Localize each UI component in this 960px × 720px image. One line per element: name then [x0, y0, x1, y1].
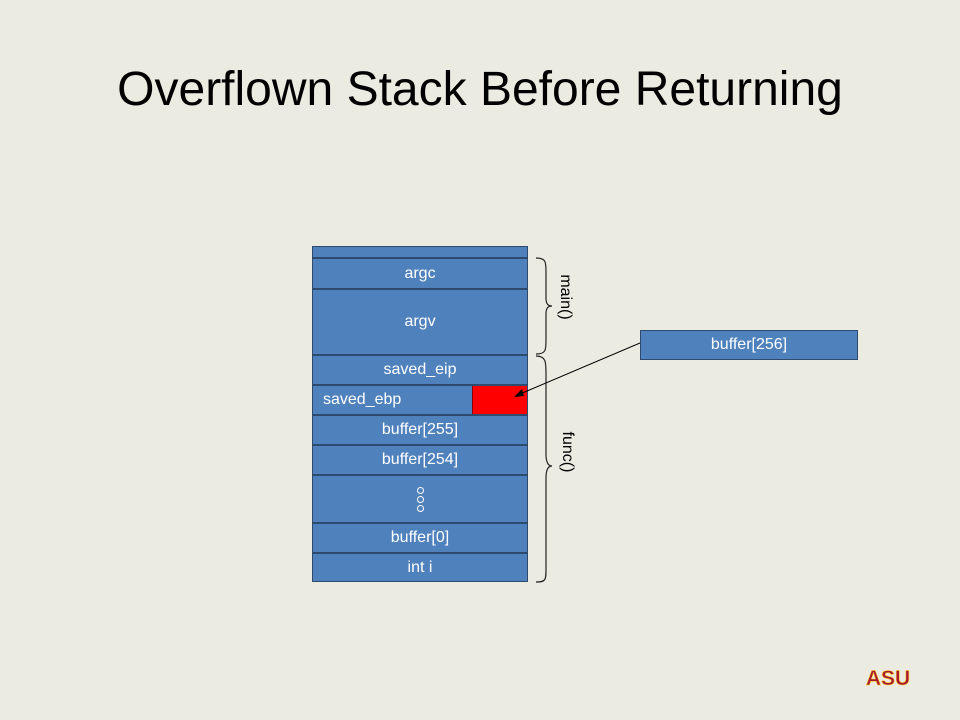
- slide-title: Overflown Stack Before Returning: [117, 63, 843, 116]
- vertical-ellipsis-icon: [416, 486, 424, 512]
- asu-logo: ASU: [866, 666, 910, 688]
- stack-cell-saved-ebp: saved_ebp: [312, 385, 528, 415]
- stack-cell-label: argc: [404, 264, 436, 282]
- func-brace: [535, 355, 553, 583]
- buffer-256-box: buffer[256]: [640, 330, 858, 360]
- stack-cell-ellipsis: [312, 475, 528, 523]
- stack-cell-label: saved_ebp: [323, 391, 402, 408]
- stack-cell-buffer-0: buffer[0]: [312, 523, 528, 553]
- stack-cell-label: int i: [407, 558, 433, 576]
- stack-cell-label: buffer[0]: [390, 529, 450, 546]
- stack-cell-label: argv: [404, 313, 436, 330]
- stack-cell-buffer-255: buffer[255]: [312, 415, 528, 445]
- stack-cell-argv: argv: [312, 289, 528, 355]
- stack-cell-saved-eip: saved_eip: [312, 355, 528, 385]
- stack-cell-buffer-254: buffer[254]: [312, 445, 528, 475]
- pointer-arrowhead: [514, 389, 524, 397]
- main-brace: [535, 257, 553, 355]
- stack-cell-int-i: int i: [312, 553, 528, 582]
- stack-cell-label: buffer[255]: [381, 421, 459, 438]
- stack-cell-label: saved_eip: [383, 361, 457, 378]
- main-brace-label: main(): [557, 274, 574, 320]
- stack-cell-top: [312, 246, 528, 258]
- pointer-arrow-line: [519, 342, 641, 395]
- overflow-region: [472, 386, 527, 414]
- svg-text:ASU: ASU: [866, 667, 910, 688]
- buffer-256-label: buffer[256]: [710, 336, 788, 353]
- stack-cell-argc: argc: [312, 258, 528, 289]
- stack-cell-label: buffer[254]: [381, 451, 459, 468]
- func-brace-label: func(): [559, 431, 576, 473]
